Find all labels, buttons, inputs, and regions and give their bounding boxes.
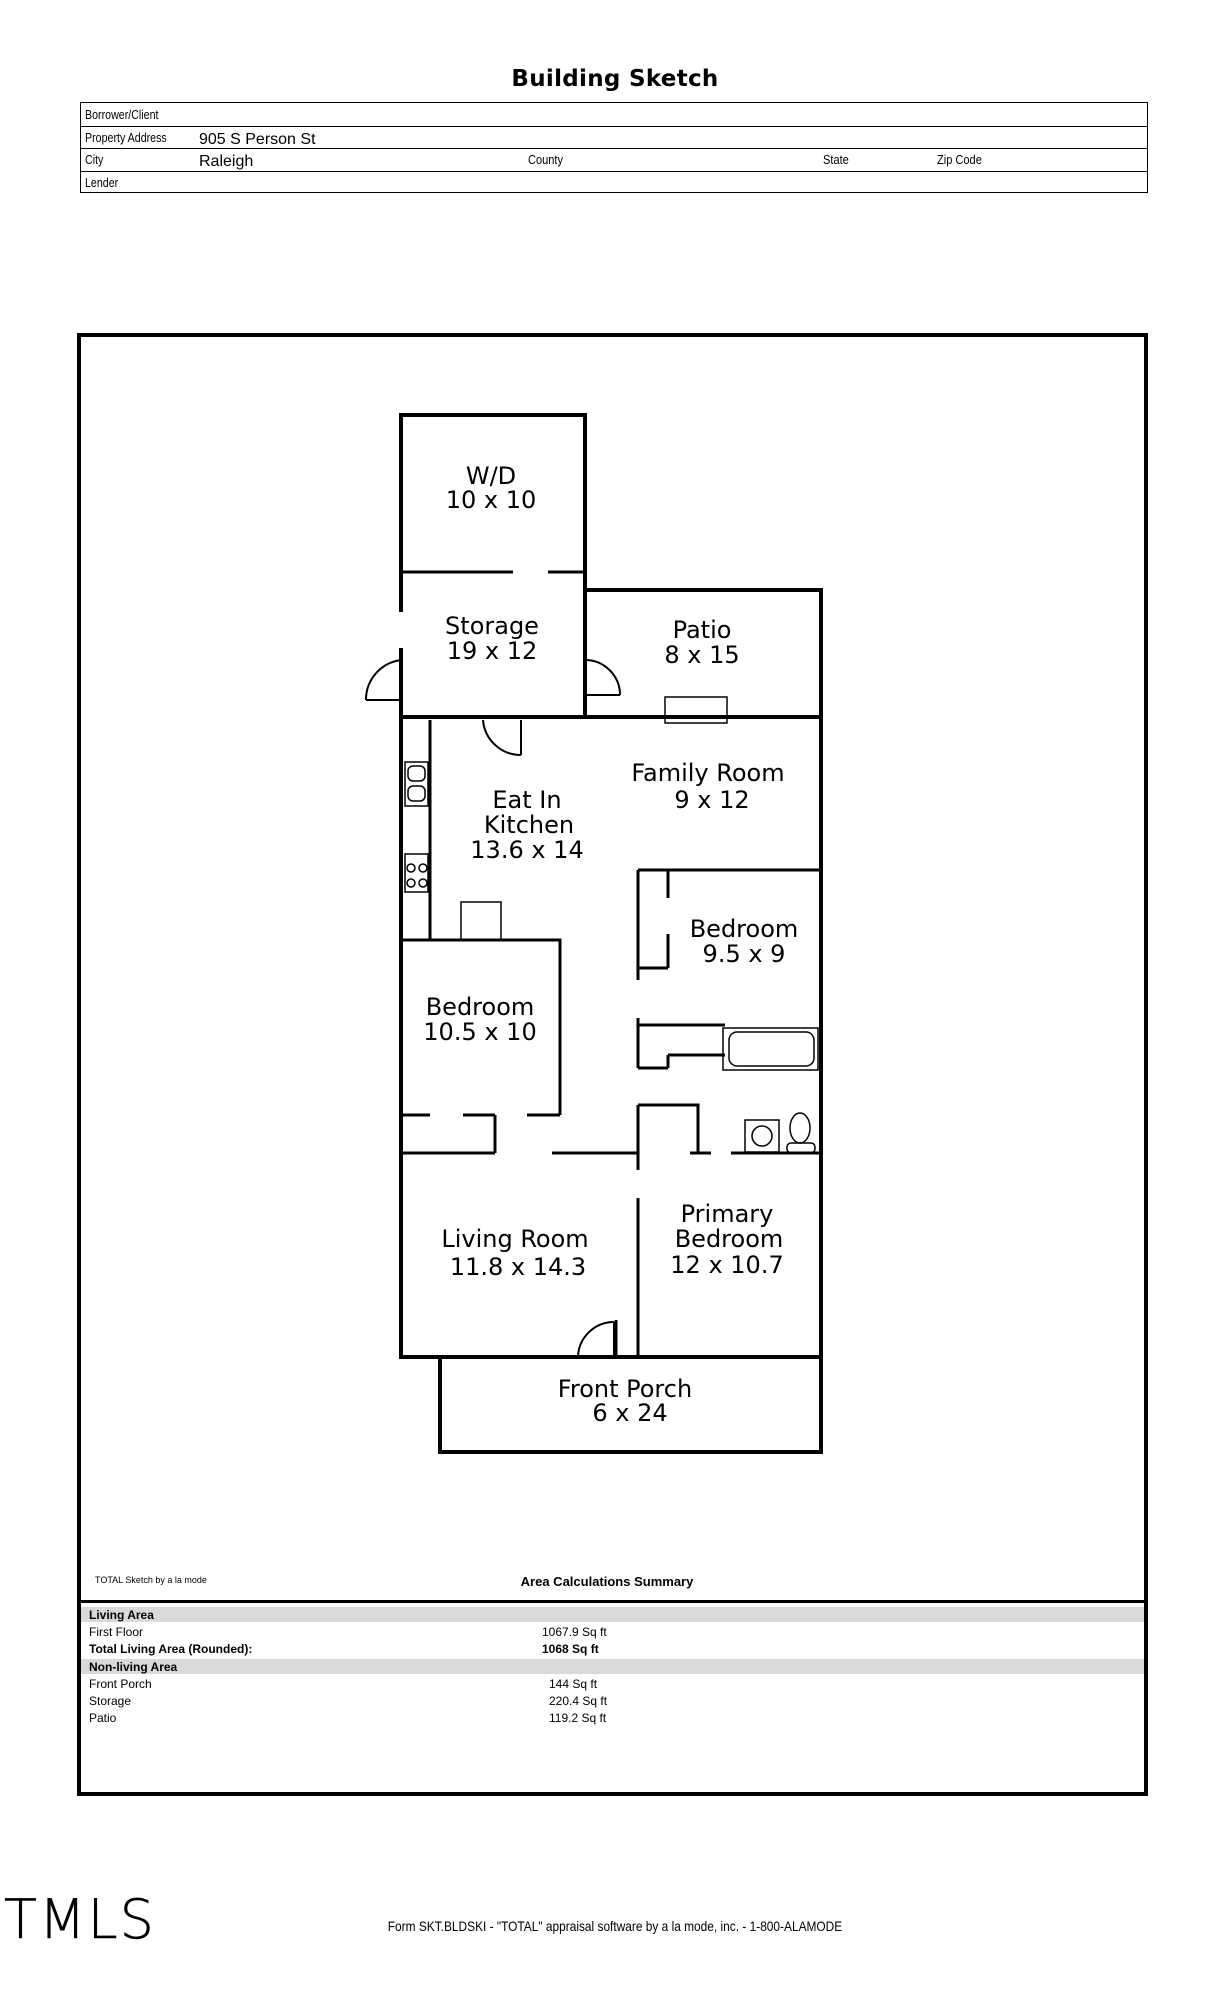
- room-primary-name: Primary: [681, 1200, 774, 1228]
- patio-area-label: Patio: [89, 1711, 117, 1725]
- zip-label: Zip Code: [937, 152, 982, 167]
- lender-row: Lender: [81, 171, 1147, 194]
- room-wd-dims: 10 x 10: [446, 486, 537, 514]
- page-title: Building Sketch: [511, 66, 719, 92]
- state-label: State: [823, 152, 849, 167]
- property-header-table: Borrower/Client Property Address 905 S P…: [80, 102, 1148, 193]
- area-summary: Living Area First Floor 1067.9 Sq ft Tot…: [77, 1600, 1148, 1796]
- room-family-dims: 9 x 12: [674, 786, 749, 814]
- city-value: Raleigh: [199, 153, 254, 170]
- room-patio-dims: 8 x 15: [664, 641, 739, 669]
- total-living-value: 1068 Sq ft: [542, 1642, 599, 1656]
- room-living-name: Living Room: [441, 1225, 588, 1253]
- storage-area-value: 220.4 Sq ft: [549, 1694, 608, 1708]
- room-kitchen-name2: Kitchen: [484, 811, 574, 839]
- room-kitchen-name: Eat In: [492, 786, 561, 814]
- sketch-credit: TOTAL Sketch by a la mode: [95, 1575, 207, 1585]
- room-bedroom2-name: Bedroom: [690, 915, 799, 943]
- first-floor-value: 1067.9 Sq ft: [542, 1625, 607, 1639]
- nonliving-area-heading: Non-living Area: [89, 1660, 178, 1674]
- county-label: County: [528, 152, 564, 167]
- tmls-logo: TMLS: [4, 1888, 156, 1952]
- room-storage-dims: 19 x 12: [447, 637, 538, 665]
- living-area-heading: Living Area: [89, 1608, 154, 1622]
- room-patio-name: Patio: [673, 616, 732, 644]
- address-label: Property Address: [85, 129, 167, 145]
- form-footer: Form SKT.BLDSKI - "TOTAL" appraisal soft…: [387, 1918, 843, 1934]
- room-wd-name: W/D: [466, 462, 516, 490]
- room-storage-name: Storage: [445, 612, 539, 640]
- room-bedroom1-dims: 10.5 x 10: [423, 1018, 536, 1046]
- storage-area-label: Storage: [89, 1694, 132, 1708]
- porch-area-label: Front Porch: [89, 1677, 152, 1691]
- city-label: City: [85, 152, 104, 167]
- city-row: City Raleigh County State Zip Code: [81, 148, 1147, 172]
- porch-area-value: 144 Sq ft: [549, 1677, 598, 1691]
- room-porch-dims: 6 x 24: [592, 1399, 667, 1427]
- room-primary-dims: 12 x 10.7: [670, 1251, 783, 1279]
- total-living-label: Total Living Area (Rounded):: [89, 1642, 253, 1656]
- room-bedroom2-dims: 9.5 x 9: [703, 940, 786, 968]
- borrower-label: Borrower/Client: [85, 107, 159, 122]
- room-kitchen-dims: 13.6 x 14: [470, 836, 583, 864]
- room-porch-name: Front Porch: [558, 1375, 692, 1403]
- sketch-frame: [77, 333, 1148, 1796]
- address-row: Property Address 905 S Person St: [81, 126, 1147, 149]
- first-floor-label: First Floor: [89, 1625, 143, 1639]
- summary-title: Area Calculations Summary: [520, 1574, 694, 1589]
- lender-label: Lender: [85, 174, 119, 190]
- borrower-row: Borrower/Client: [81, 103, 1147, 127]
- patio-area-value: 119.2 Sq ft: [549, 1711, 607, 1725]
- room-family-name: Family Room: [631, 759, 784, 787]
- address-value: 905 S Person St: [199, 130, 316, 148]
- room-primary-name2: Bedroom: [675, 1225, 784, 1253]
- room-bedroom1-name: Bedroom: [426, 993, 535, 1021]
- room-living-dims: 11.8 x 14.3: [450, 1253, 586, 1281]
